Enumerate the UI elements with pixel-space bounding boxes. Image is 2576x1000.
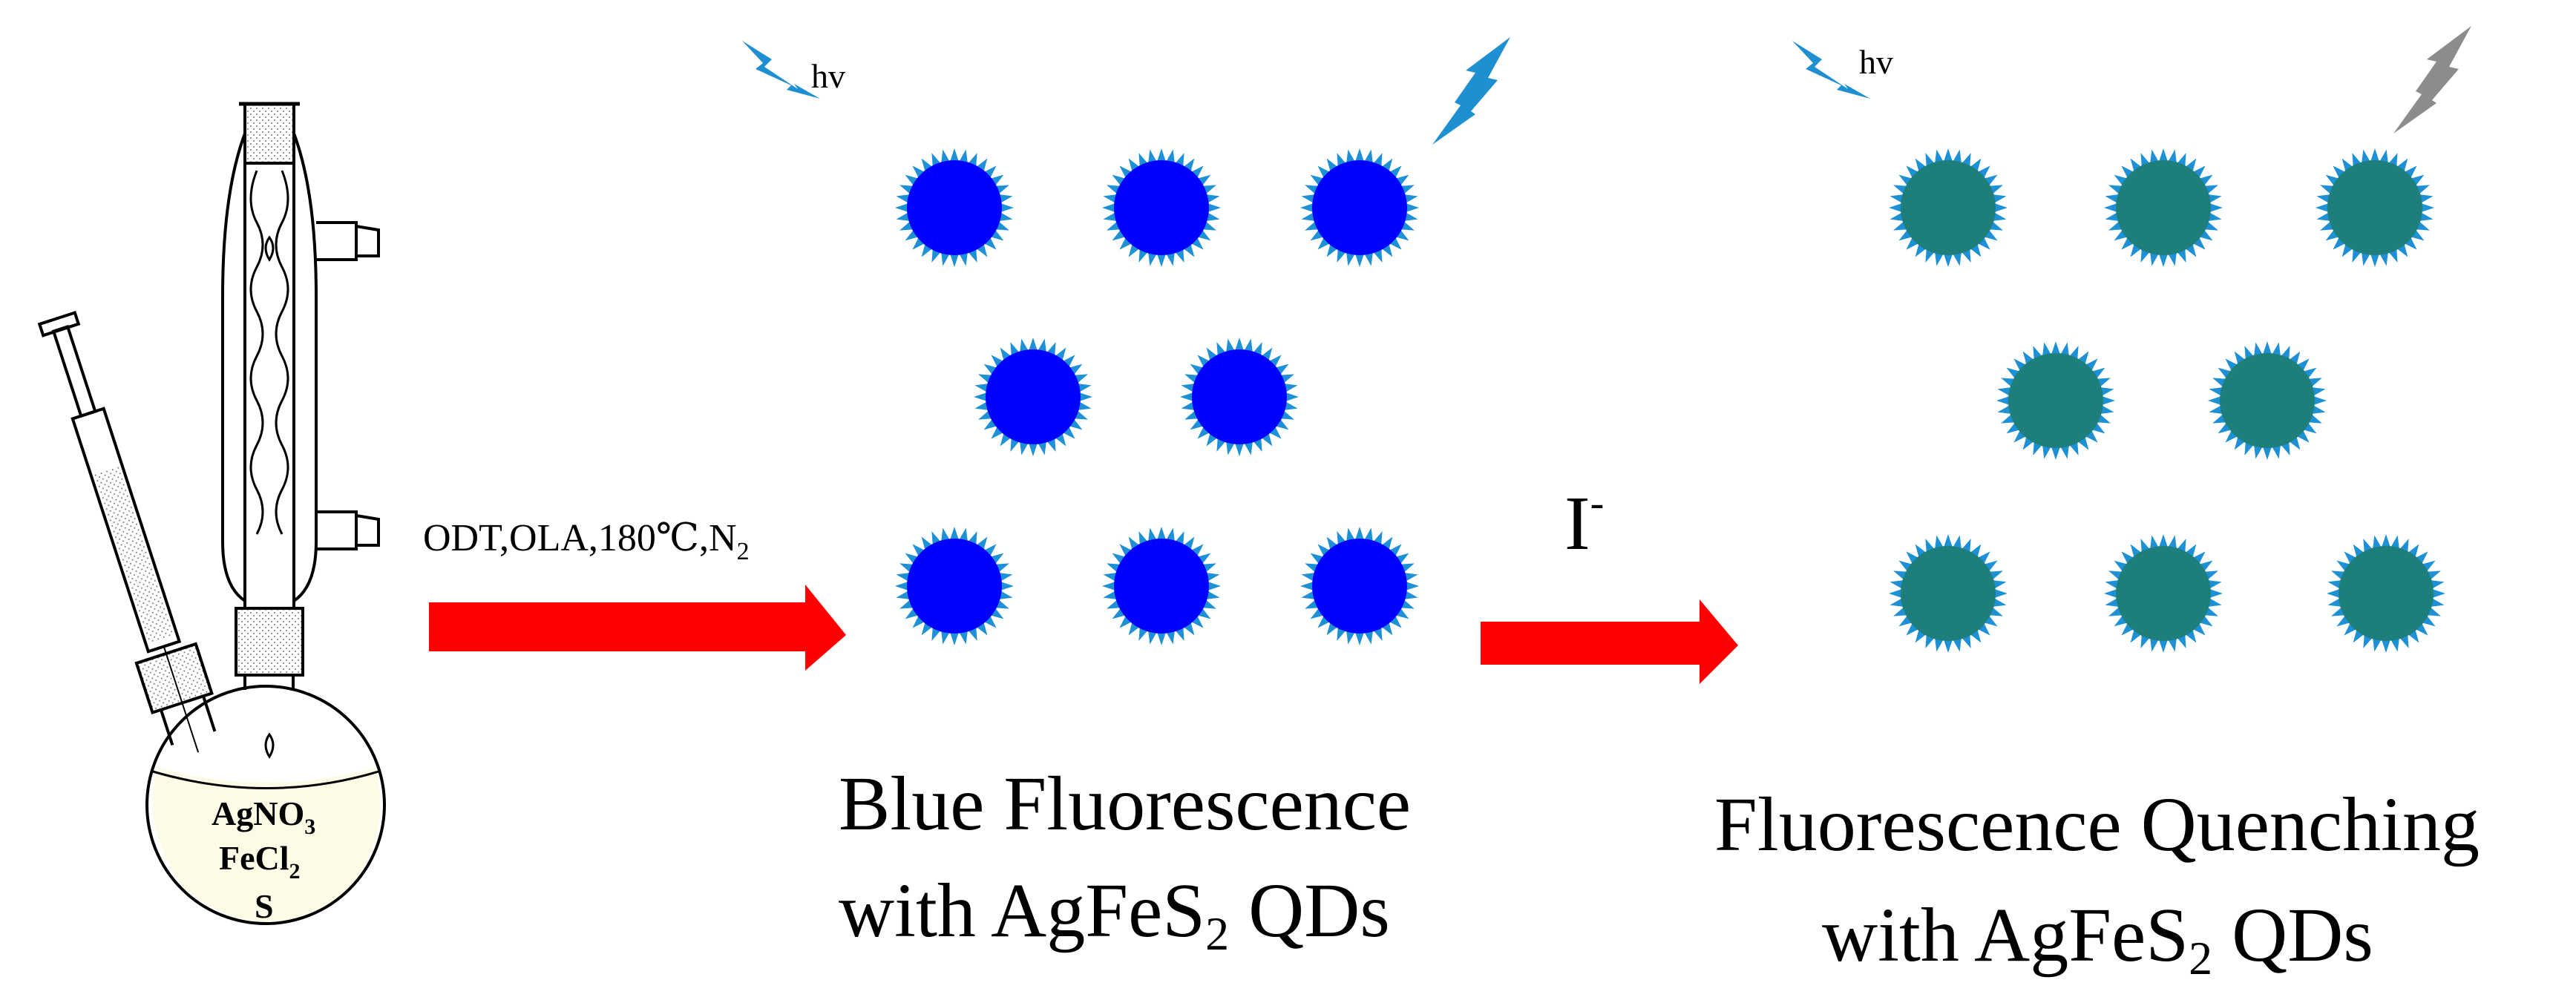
synthesis-arrow bbox=[429, 585, 846, 671]
quantum-dot bbox=[1180, 338, 1299, 456]
quenching-arrow bbox=[1481, 599, 1738, 684]
quantum-dot bbox=[1889, 534, 2008, 653]
reagent-s: S bbox=[255, 887, 274, 925]
neck-joint bbox=[235, 607, 304, 677]
hv-label-blue: hv bbox=[811, 57, 845, 95]
excitation-bolt-blue-panel bbox=[742, 41, 820, 99]
quantum-dot bbox=[2327, 534, 2445, 653]
quantum-dot bbox=[2208, 341, 2327, 460]
quantum-dot bbox=[2104, 534, 2223, 653]
caption-quench-line2: with AgFeS2 QDs bbox=[1822, 892, 2373, 984]
flask-reagents: AgNO3 FeCl2 S bbox=[212, 795, 315, 925]
quantum-dot bbox=[974, 338, 1092, 456]
quantum-dot bbox=[2316, 148, 2434, 267]
iodide-label: I- bbox=[1564, 480, 1604, 566]
caption-blue-line2: with AgFeS2 QDs bbox=[839, 868, 1390, 960]
quantum-dot bbox=[1300, 148, 1419, 267]
reagent-fecl2: FeCl2 bbox=[219, 839, 301, 884]
caption-quench-line1: Fluorescence Quenching bbox=[1714, 782, 2480, 867]
quantum-dot bbox=[1300, 527, 1419, 645]
reaction-conditions: ODT,OLA,180℃,N2 bbox=[423, 517, 750, 565]
hv-label-quench: hv bbox=[1859, 43, 1893, 81]
quantum-dot bbox=[2104, 148, 2223, 267]
flask-solution bbox=[153, 768, 381, 922]
excitation-bolt-quench-panel bbox=[1792, 41, 1870, 99]
reflux-condenser bbox=[221, 102, 380, 610]
syringe bbox=[37, 310, 217, 753]
quantum-dot bbox=[1102, 148, 1221, 267]
round-bottom-flask bbox=[145, 685, 386, 925]
emission-bolt-blue bbox=[1432, 37, 1510, 145]
reaction-apparatus bbox=[37, 102, 386, 925]
caption-blue-line1: Blue Fluorescence bbox=[839, 761, 1411, 846]
quantum-dot bbox=[895, 148, 1014, 267]
quenched-qd-group bbox=[1889, 148, 2445, 653]
quantum-dot bbox=[1996, 341, 2115, 460]
reagent-agno3: AgNO3 bbox=[212, 795, 315, 839]
emission-bolt-quenched bbox=[2393, 26, 2471, 134]
quantum-dot bbox=[1889, 148, 2008, 267]
blue-qd-group bbox=[895, 148, 1419, 645]
quantum-dot bbox=[1102, 527, 1221, 645]
quantum-dot bbox=[895, 527, 1014, 645]
